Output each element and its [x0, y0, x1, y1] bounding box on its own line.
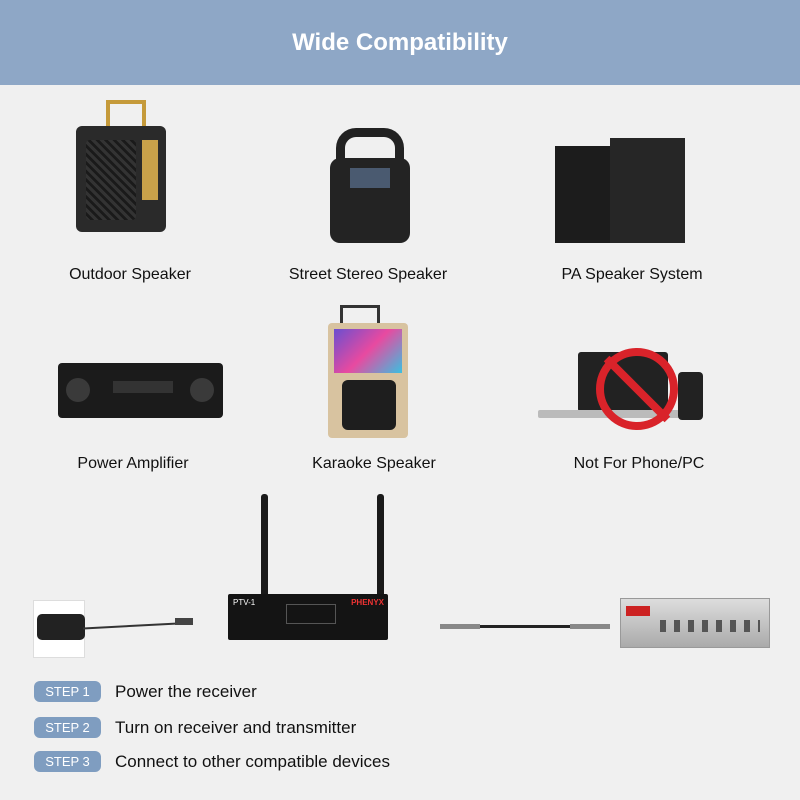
- receiver-model: PTV-1: [233, 598, 256, 607]
- prohibited-icon: [596, 348, 678, 430]
- step-text: Connect to other compatible devices: [115, 751, 390, 771]
- header-banner: Wide Compatibility: [0, 0, 800, 85]
- step-2: STEP 2 Turn on receiver and transmitter: [34, 717, 356, 738]
- stereo-amplifier-image: [620, 598, 770, 654]
- device-label: Outdoor Speaker: [69, 266, 191, 283]
- step-3: STEP 3 Connect to other compatible devic…: [34, 751, 390, 772]
- karaoke-speaker-image: [320, 305, 415, 445]
- pa-speaker-system-image: [555, 138, 685, 243]
- step-1: STEP 1 Power the receiver: [34, 681, 257, 702]
- step-badge: STEP 3: [34, 751, 101, 772]
- device-label: Karaoke Speaker: [312, 455, 436, 472]
- street-stereo-speaker-image: [330, 128, 410, 243]
- device-label: Street Stereo Speaker: [288, 266, 448, 283]
- outdoor-speaker-image: [76, 100, 166, 240]
- power-amplifier-image: [58, 363, 223, 423]
- wireless-receiver-image: PTV-1 PHENYX: [228, 494, 388, 644]
- device-label: Power Amplifier: [77, 455, 189, 472]
- device-label: PA Speaker System: [561, 266, 703, 283]
- device-label: Not For Phone/PC: [573, 455, 705, 472]
- power-adapter-image: [33, 600, 193, 660]
- not-for-phone-pc-image: [538, 348, 708, 438]
- step-badge: STEP 1: [34, 681, 101, 702]
- step-badge: STEP 2: [34, 717, 101, 738]
- step-text: Power the receiver: [115, 681, 257, 701]
- step-text: Turn on receiver and transmitter: [115, 717, 357, 737]
- page-title: Wide Compatibility: [292, 28, 508, 56]
- receiver-brand: PHENYX: [351, 598, 384, 607]
- audio-cable-image: [440, 620, 610, 634]
